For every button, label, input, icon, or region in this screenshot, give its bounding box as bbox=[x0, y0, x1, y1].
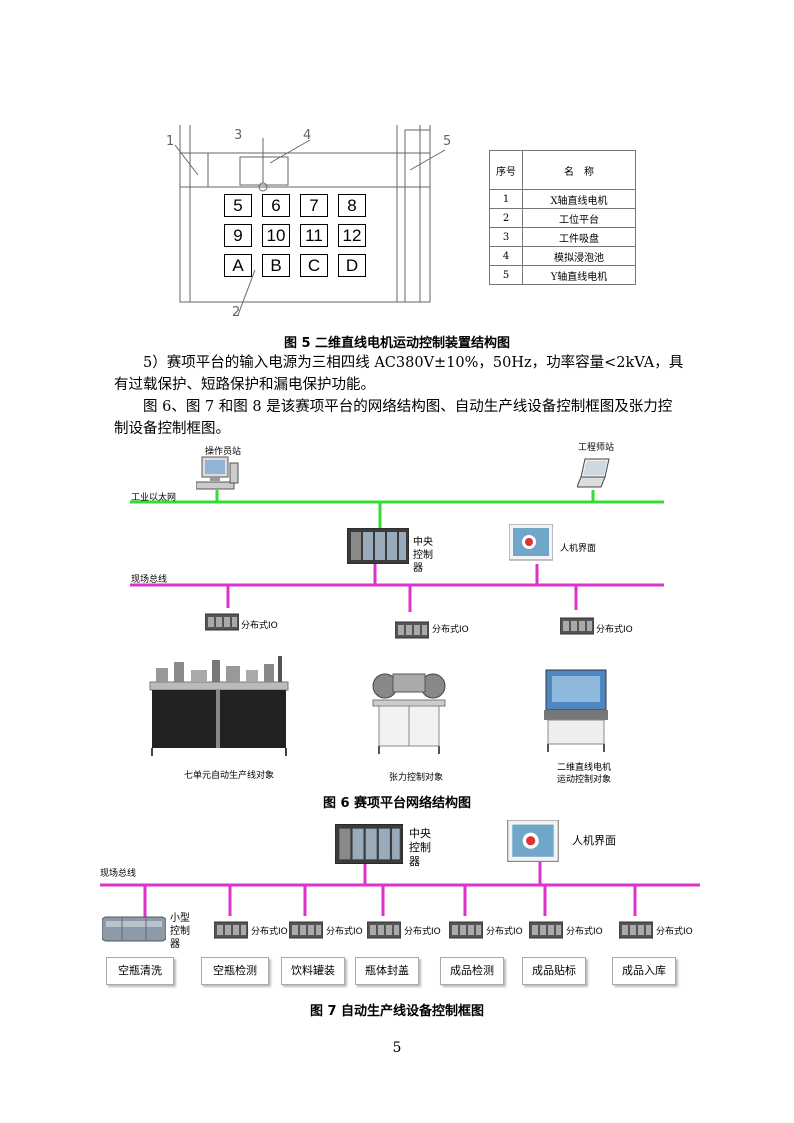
fig5-caption: 图 5 二维直线电机运动控制装置结构图 bbox=[283, 336, 511, 351]
tension-control-image bbox=[372, 673, 446, 754]
hmi-label: 人机界面 bbox=[572, 834, 616, 847]
legend-name: 工位平台 bbox=[522, 208, 636, 228]
station-box: 空瓶清洗 bbox=[106, 957, 174, 985]
fig5-diagram bbox=[174, 125, 446, 316]
legend-name: Y轴直线电机 bbox=[522, 265, 636, 285]
plc-controller-icon bbox=[347, 528, 409, 564]
object-label: 张力控制对象 bbox=[389, 773, 444, 783]
legend-header-name: 名 称 bbox=[522, 150, 636, 190]
io-module-icon bbox=[367, 921, 401, 939]
cell: A bbox=[224, 254, 252, 277]
io-label: 分布式IO bbox=[566, 927, 603, 937]
station-box: 瓶体封盖 bbox=[355, 957, 419, 985]
page-number: 5 bbox=[392, 1040, 402, 1056]
production-line-image bbox=[149, 656, 289, 756]
paragraph-figures: 图 6、图 7 和图 8 是该赛项平台的网络结构图、自动生产线设备控制框图及张力… bbox=[114, 399, 673, 437]
legend-name: X轴直线电机 bbox=[522, 189, 636, 209]
io-label: 分布式IO bbox=[251, 927, 288, 937]
desktop-computer-icon bbox=[196, 456, 239, 490]
cell: D bbox=[338, 254, 366, 277]
station-box: 成品检测 bbox=[440, 957, 504, 985]
io-module-icon bbox=[560, 617, 594, 635]
legend-header-no: 序号 bbox=[489, 150, 523, 190]
callout-5: 5 bbox=[443, 134, 452, 149]
io-label: 分布式IO bbox=[596, 625, 633, 635]
callout-4: 4 bbox=[303, 128, 312, 143]
io-label: 分布式IO bbox=[486, 927, 523, 937]
small-controller-icon bbox=[102, 916, 166, 942]
hmi-screen-icon bbox=[509, 524, 553, 561]
plc-controller-icon bbox=[335, 824, 403, 864]
callout-1: 1 bbox=[166, 134, 175, 149]
fig6-network-lines bbox=[130, 490, 664, 612]
hmi-screen-icon bbox=[507, 820, 559, 862]
io-label: 分布式IO bbox=[656, 927, 693, 937]
io-label: 分布式IO bbox=[432, 625, 469, 635]
fig7-caption: 图 7 自动生产线设备控制框图 bbox=[309, 1004, 485, 1019]
io-module-icon bbox=[529, 921, 563, 939]
operator-station-label: 操作员站 bbox=[205, 447, 242, 457]
cell: B bbox=[262, 254, 290, 277]
io-module-icon bbox=[205, 613, 239, 631]
legend-no: 3 bbox=[489, 227, 523, 247]
small-controller-label: 小型控制器 bbox=[170, 913, 190, 950]
linear-motor-image bbox=[544, 669, 608, 752]
fig6-caption: 图 6 赛项平台网络结构图 bbox=[322, 796, 472, 811]
legend-no: 5 bbox=[489, 265, 523, 285]
laptop-icon bbox=[577, 458, 610, 488]
controller-label: 中央控制器 bbox=[409, 827, 431, 868]
legend-no: 1 bbox=[489, 189, 523, 209]
io-label: 分布式IO bbox=[404, 927, 441, 937]
cell: 6 bbox=[262, 194, 290, 217]
legend-name: 工件吸盘 bbox=[522, 227, 636, 247]
ethernet-label: 工业以太网 bbox=[131, 493, 177, 503]
io-label: 分布式IO bbox=[326, 927, 363, 937]
cell: C bbox=[300, 254, 328, 277]
cell: 12 bbox=[338, 224, 366, 247]
cell: 5 bbox=[224, 194, 252, 217]
cell: 8 bbox=[338, 194, 366, 217]
fieldbus-label: 现场总线 bbox=[131, 575, 168, 585]
io-module-icon bbox=[289, 921, 323, 939]
paragraph-power: 5）赛项平台的输入电源为三相四线 AC380V±10%，50Hz，功率容量<2k… bbox=[114, 355, 684, 393]
station-box: 成品入库 bbox=[612, 957, 676, 985]
io-module-icon bbox=[395, 621, 429, 639]
legend-no: 4 bbox=[489, 246, 523, 266]
legend-name: 模拟浸泡池 bbox=[522, 246, 636, 266]
station-box: 饮料罐装 bbox=[281, 957, 345, 985]
cell: 7 bbox=[300, 194, 328, 217]
io-module-icon bbox=[214, 921, 248, 939]
cell: 10 bbox=[262, 224, 290, 247]
hmi-label: 人机界面 bbox=[560, 544, 597, 554]
object-label: 七单元自动生产线对象 bbox=[184, 771, 275, 781]
callout-3: 3 bbox=[234, 128, 243, 143]
controller-label: 中央控制器 bbox=[413, 537, 433, 574]
cell: 11 bbox=[300, 224, 328, 247]
callout-2: 2 bbox=[232, 305, 241, 320]
fieldbus-label: 现场总线 bbox=[100, 869, 137, 879]
station-box: 成品贴标 bbox=[522, 957, 586, 985]
object-label: 二维直线电机运动控制对象 bbox=[557, 763, 612, 785]
fig7-bus-lines bbox=[100, 860, 700, 918]
io-module-icon bbox=[449, 921, 483, 939]
io-module-icon bbox=[619, 921, 653, 939]
engineer-station-label: 工程师站 bbox=[578, 443, 615, 453]
station-box: 空瓶检测 bbox=[201, 957, 269, 985]
legend-no: 2 bbox=[489, 208, 523, 228]
io-label: 分布式IO bbox=[241, 621, 278, 631]
cell: 9 bbox=[224, 224, 252, 247]
cell-grid: 5 6 7 8 9 10 11 12 A B C D bbox=[224, 194, 366, 277]
